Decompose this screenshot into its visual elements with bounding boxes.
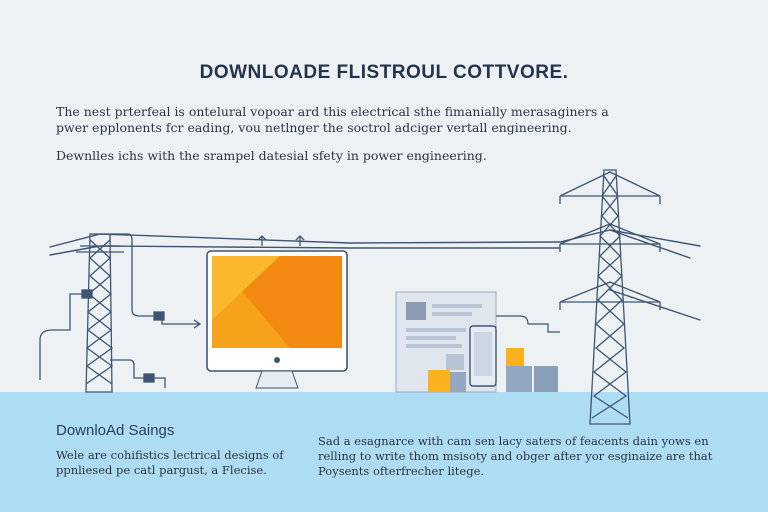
description-line: Wele are cohifistics lectrical designs o… bbox=[56, 448, 284, 462]
description-line: Sad a esagnarce with cam sen lacy saters… bbox=[318, 434, 709, 448]
cable-left-2 bbox=[110, 233, 200, 325]
intro-paragraph: The nest prterfeal is ontelural vopoar a… bbox=[56, 104, 716, 136]
transmission-tower-icon bbox=[76, 233, 124, 393]
phone-icon bbox=[469, 315, 560, 387]
cable-left-3 bbox=[110, 359, 166, 388]
intro-line: pwer epplonents fcr eading, vou netlnger… bbox=[56, 120, 572, 135]
intro-line: The nest prterfeal is ontelural vopoar a… bbox=[56, 104, 609, 119]
power-line-right-3 bbox=[609, 289, 701, 321]
ground-band bbox=[0, 392, 768, 512]
right-description: Sad a esagnarce with cam sen lacy saters… bbox=[318, 434, 718, 479]
download-heading: DownloАd Saings bbox=[56, 422, 175, 439]
description-line: Poysents ofterfrecher litege. bbox=[318, 464, 485, 478]
monitor-icon bbox=[206, 250, 348, 389]
power-line-top bbox=[49, 229, 611, 248]
cable-left-1 bbox=[39, 293, 92, 380]
download-description: Wele are cohifistics lectrical designs o… bbox=[56, 448, 306, 478]
description-line: relling to write thom msisoty and obger … bbox=[318, 449, 713, 463]
page-title: DOWNLOADE FLISTROUL COTTVORE. bbox=[199, 62, 569, 83]
power-line-right-1 bbox=[609, 229, 701, 247]
power-line-middle bbox=[49, 245, 561, 256]
box-stack-icon bbox=[428, 348, 558, 392]
intro-secondary: Dewnlles ichs with the srampel datesial … bbox=[56, 148, 487, 163]
transmission-tower-icon bbox=[559, 169, 661, 425]
description-line: ppnliesed pe catl pargust, a Flecise. bbox=[56, 463, 267, 477]
